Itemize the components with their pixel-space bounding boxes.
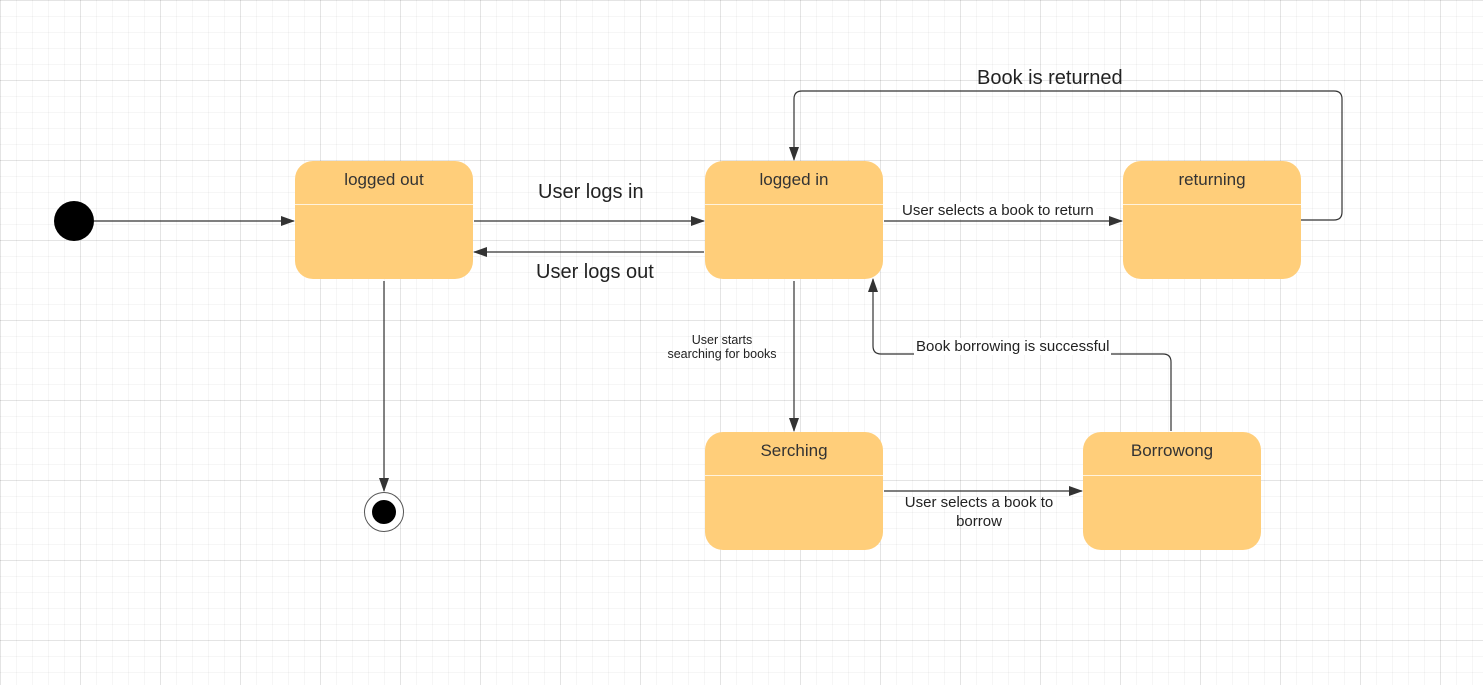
label-starts-searching-line2: searching for books bbox=[667, 347, 777, 362]
state-searching[interactable]: Serching bbox=[705, 432, 883, 550]
final-state-inner-dot bbox=[372, 500, 396, 524]
state-logged-out[interactable]: logged out bbox=[295, 161, 473, 279]
state-title: logged in bbox=[759, 170, 829, 189]
label-user-logs-out: User logs out bbox=[536, 261, 654, 283]
state-divider bbox=[1083, 475, 1261, 476]
state-title: Borrowong bbox=[1130, 441, 1214, 460]
final-state-node bbox=[364, 492, 404, 532]
book-returned-arrow bbox=[789, 90, 1343, 221]
state-logged-in[interactable]: logged in bbox=[705, 161, 883, 279]
label-starts-searching-line1: User starts bbox=[691, 333, 753, 347]
initial-state-node bbox=[54, 201, 94, 241]
label-select-book-to-borrow: User selects a book to borrow bbox=[889, 494, 1069, 532]
label-borrowing-successful: Book borrowing is successful bbox=[914, 338, 1112, 356]
label-select-book-to-borrow-line1: User selects a book to bbox=[904, 494, 1054, 511]
state-title: returning bbox=[1178, 170, 1246, 189]
label-select-book-to-return: User selects a book to return bbox=[900, 202, 1096, 220]
state-divider bbox=[705, 204, 883, 205]
state-borrowing[interactable]: Borrowong bbox=[1083, 432, 1261, 550]
state-title: logged out bbox=[344, 170, 424, 189]
state-title: Serching bbox=[760, 441, 828, 460]
label-book-is-returned: Book is returned bbox=[977, 67, 1123, 89]
state-divider bbox=[295, 204, 473, 205]
label-starts-searching: User starts searching for books bbox=[650, 333, 794, 362]
label-select-book-to-borrow-line2: borrow bbox=[956, 512, 1002, 530]
state-divider bbox=[705, 475, 883, 476]
label-user-logs-in: User logs in bbox=[538, 181, 644, 203]
state-returning[interactable]: returning bbox=[1123, 161, 1301, 279]
state-divider bbox=[1123, 204, 1301, 205]
